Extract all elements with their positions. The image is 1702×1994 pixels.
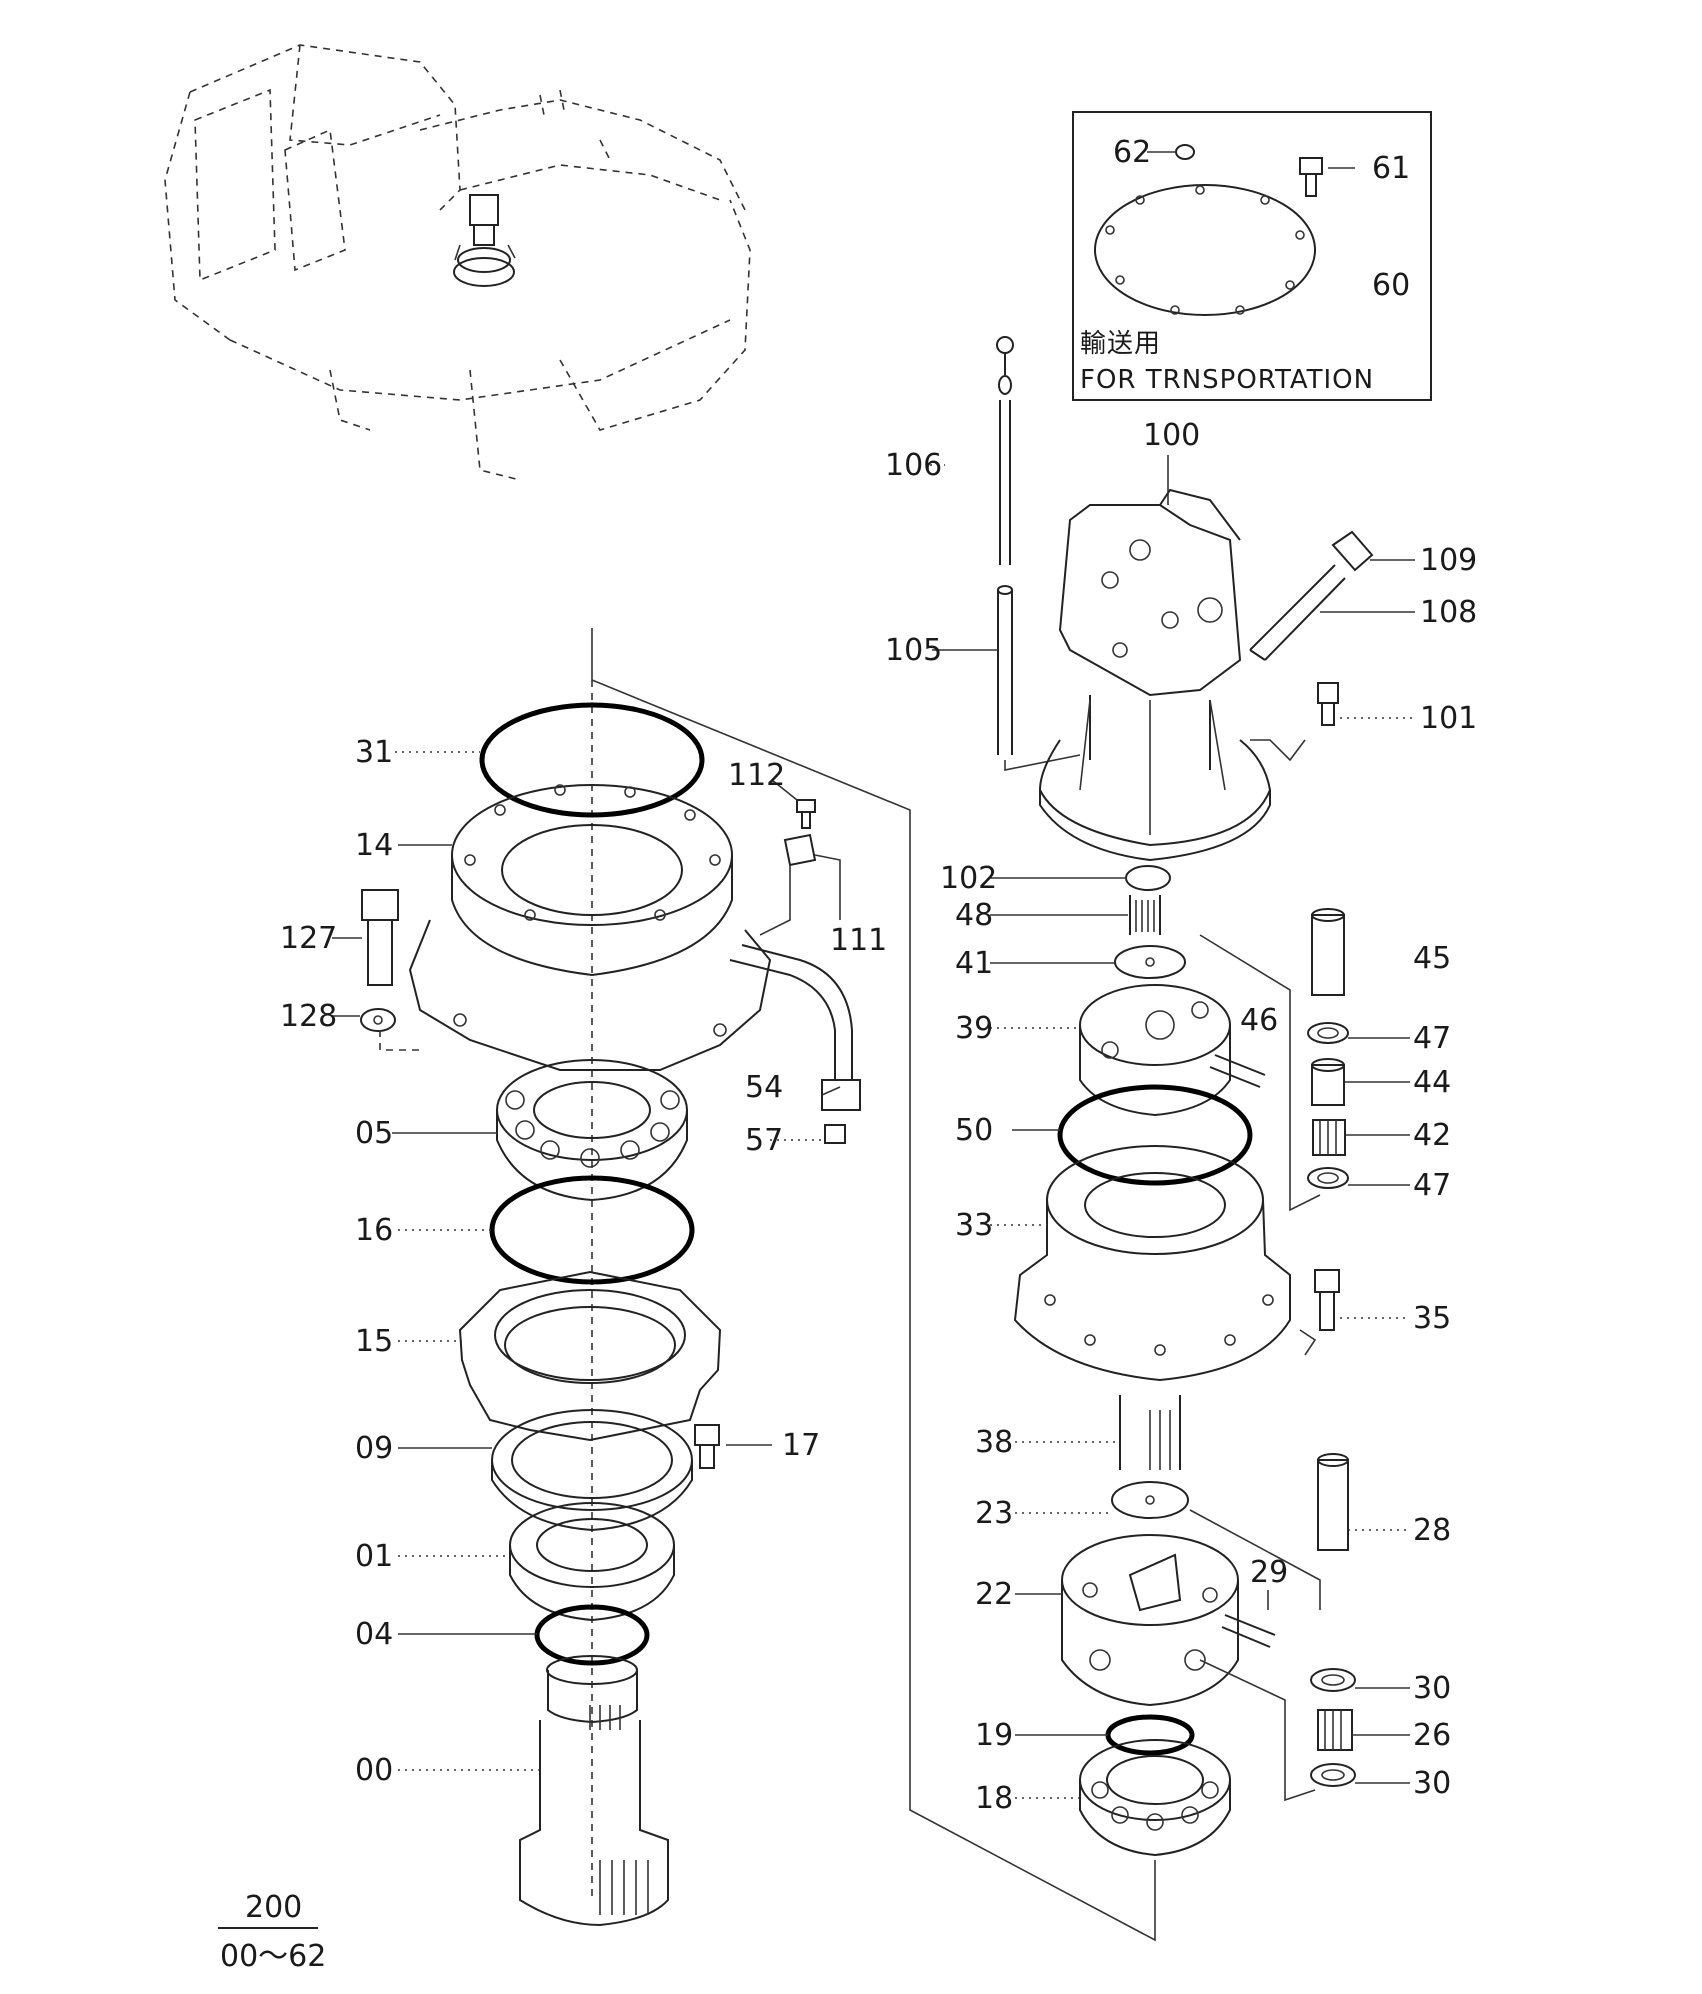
label-30b: 30 <box>1413 1766 1451 1801</box>
label-16: 16 <box>355 1213 393 1248</box>
label-17: 17 <box>782 1428 820 1463</box>
right-stack-parts <box>996 336 1374 1857</box>
label-62: 62 <box>1113 135 1151 170</box>
label-15: 15 <box>355 1324 393 1359</box>
label-14: 14 <box>355 828 393 863</box>
label-38: 38 <box>975 1425 1013 1460</box>
label-26: 26 <box>1413 1718 1451 1753</box>
label-54: 54 <box>745 1070 783 1105</box>
label-23: 23 <box>975 1496 1013 1531</box>
label-05: 05 <box>355 1116 393 1151</box>
label-31: 31 <box>355 735 393 770</box>
label-22: 22 <box>975 1577 1013 1612</box>
label-100: 100 <box>1143 418 1200 453</box>
label-108: 108 <box>1420 595 1477 630</box>
excavator-location-sketch <box>164 44 751 481</box>
page-ref-range: 00～62 <box>220 1939 326 1974</box>
label-29: 29 <box>1250 1555 1288 1590</box>
label-19: 19 <box>975 1718 1013 1753</box>
label-33: 33 <box>955 1208 993 1243</box>
label-28: 28 <box>1413 1513 1451 1548</box>
label-101: 101 <box>1420 701 1477 736</box>
label-44: 44 <box>1413 1065 1451 1100</box>
part-number-labels: 31 14 127 128 05 16 15 09 01 04 00 112 1… <box>280 135 1477 1816</box>
label-57: 57 <box>745 1123 783 1158</box>
label-39: 39 <box>955 1011 993 1046</box>
label-45: 45 <box>1413 941 1451 976</box>
label-50: 50 <box>955 1113 993 1148</box>
label-112: 112 <box>728 758 785 793</box>
inset-english-note: FOR TRNSPORTATION <box>1080 365 1374 395</box>
label-01: 01 <box>355 1539 393 1574</box>
label-109: 109 <box>1420 543 1477 578</box>
label-09: 09 <box>355 1431 393 1466</box>
label-47a: 47 <box>1413 1021 1451 1056</box>
label-48: 48 <box>955 898 993 933</box>
left-stack-parts <box>360 628 1156 1942</box>
transport-inset-box <box>1072 111 1432 401</box>
label-35: 35 <box>1413 1301 1451 1336</box>
label-46: 46 <box>1240 1003 1278 1038</box>
page-ref-number: 200 <box>245 1890 302 1925</box>
label-41: 41 <box>955 946 993 981</box>
label-47b: 47 <box>1413 1168 1451 1203</box>
label-42: 42 <box>1413 1118 1451 1153</box>
inset-japanese-note: 輸送用 <box>1080 329 1161 359</box>
label-61: 61 <box>1372 151 1410 186</box>
label-60: 60 <box>1372 268 1410 303</box>
label-102: 102 <box>940 861 997 896</box>
label-111: 111 <box>830 923 887 958</box>
label-04: 04 <box>355 1617 393 1652</box>
label-00: 00 <box>355 1753 393 1788</box>
label-30a: 30 <box>1413 1671 1451 1706</box>
label-18: 18 <box>975 1781 1013 1816</box>
leader-lines <box>332 455 1415 1799</box>
label-106: 106 <box>885 448 942 483</box>
label-127: 127 <box>280 921 337 956</box>
label-105: 105 <box>885 633 942 668</box>
label-128: 128 <box>280 999 337 1034</box>
